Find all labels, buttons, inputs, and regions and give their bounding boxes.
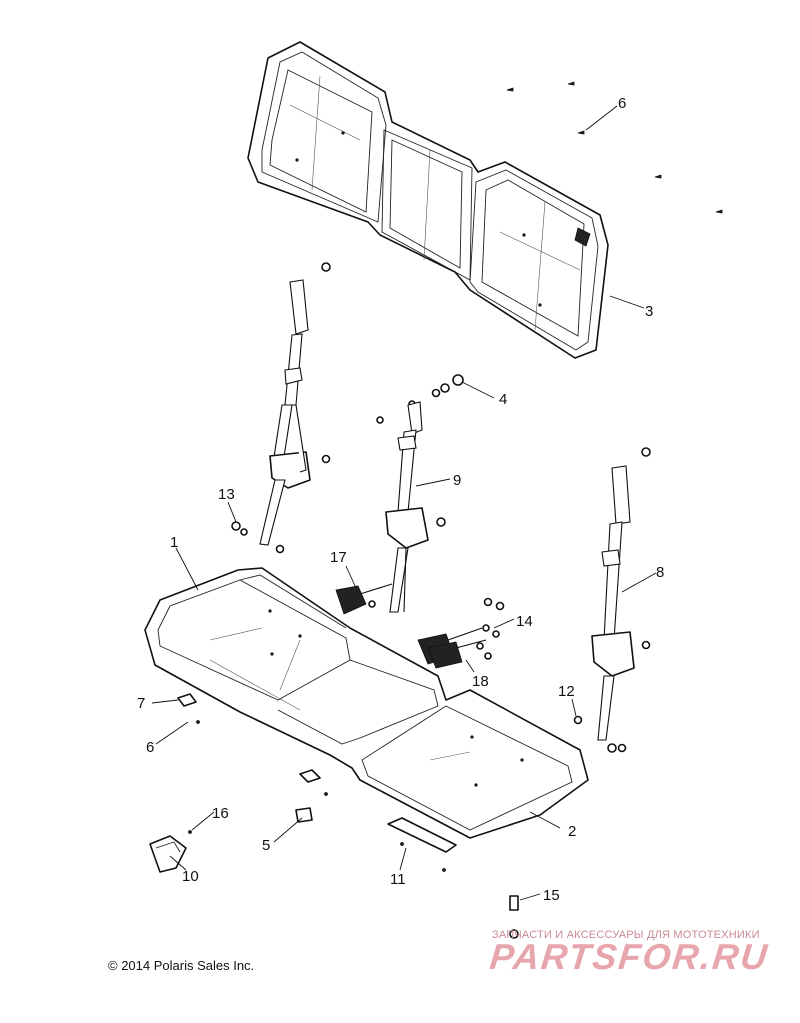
bracket-bottom [387, 817, 457, 872]
bracket-left [177, 693, 328, 796]
callout-4: 4 [499, 391, 507, 408]
callout-11: 11 [390, 871, 406, 888]
callout-13: 13 [218, 486, 235, 503]
seat-belt-right [573, 465, 651, 753]
callout-5: 5 [262, 837, 270, 854]
callout-16: 16 [212, 805, 229, 822]
nut-washer-group [321, 262, 651, 527]
seat-belt-left [231, 279, 311, 554]
callout-2: 2 [568, 823, 576, 840]
callout-1: 1 [170, 534, 178, 551]
callout-10: 10 [182, 868, 199, 885]
callout-18: 18 [472, 673, 489, 690]
push-rivet [509, 895, 519, 939]
callout-17: 17 [330, 549, 347, 566]
callout-6-bottom: 6 [146, 739, 154, 756]
grommet [295, 807, 313, 823]
seat-backrest [247, 41, 609, 359]
leader-lines [151, 105, 657, 901]
seat-bottom [144, 567, 589, 839]
callout-labels: 1 2 3 4 5 6 6 7 8 9 10 11 12 13 14 15 16… [137, 95, 664, 904]
watermark-brand: PARTSFOR.RU [487, 936, 771, 977]
callout-12: 12 [558, 683, 575, 700]
callout-9: 9 [453, 472, 461, 489]
callout-15: 15 [543, 887, 560, 904]
seat-belt-center [335, 401, 429, 615]
callout-14: 14 [516, 613, 533, 630]
callout-6-top: 6 [618, 95, 626, 112]
copyright-text: © 2014 Polaris Sales Inc. [108, 958, 255, 973]
callout-8: 8 [656, 564, 664, 581]
callout-3: 3 [645, 303, 653, 320]
buckle-assembly [417, 597, 505, 669]
watermark-tagline: ЗАПЧАСТИ И АКСЕССУАРЫ ДЛЯ МОТОТЕХНИКИ [492, 929, 760, 941]
callout-7: 7 [137, 695, 145, 712]
rivet-group-top [506, 81, 723, 214]
trim-cover [149, 830, 192, 873]
